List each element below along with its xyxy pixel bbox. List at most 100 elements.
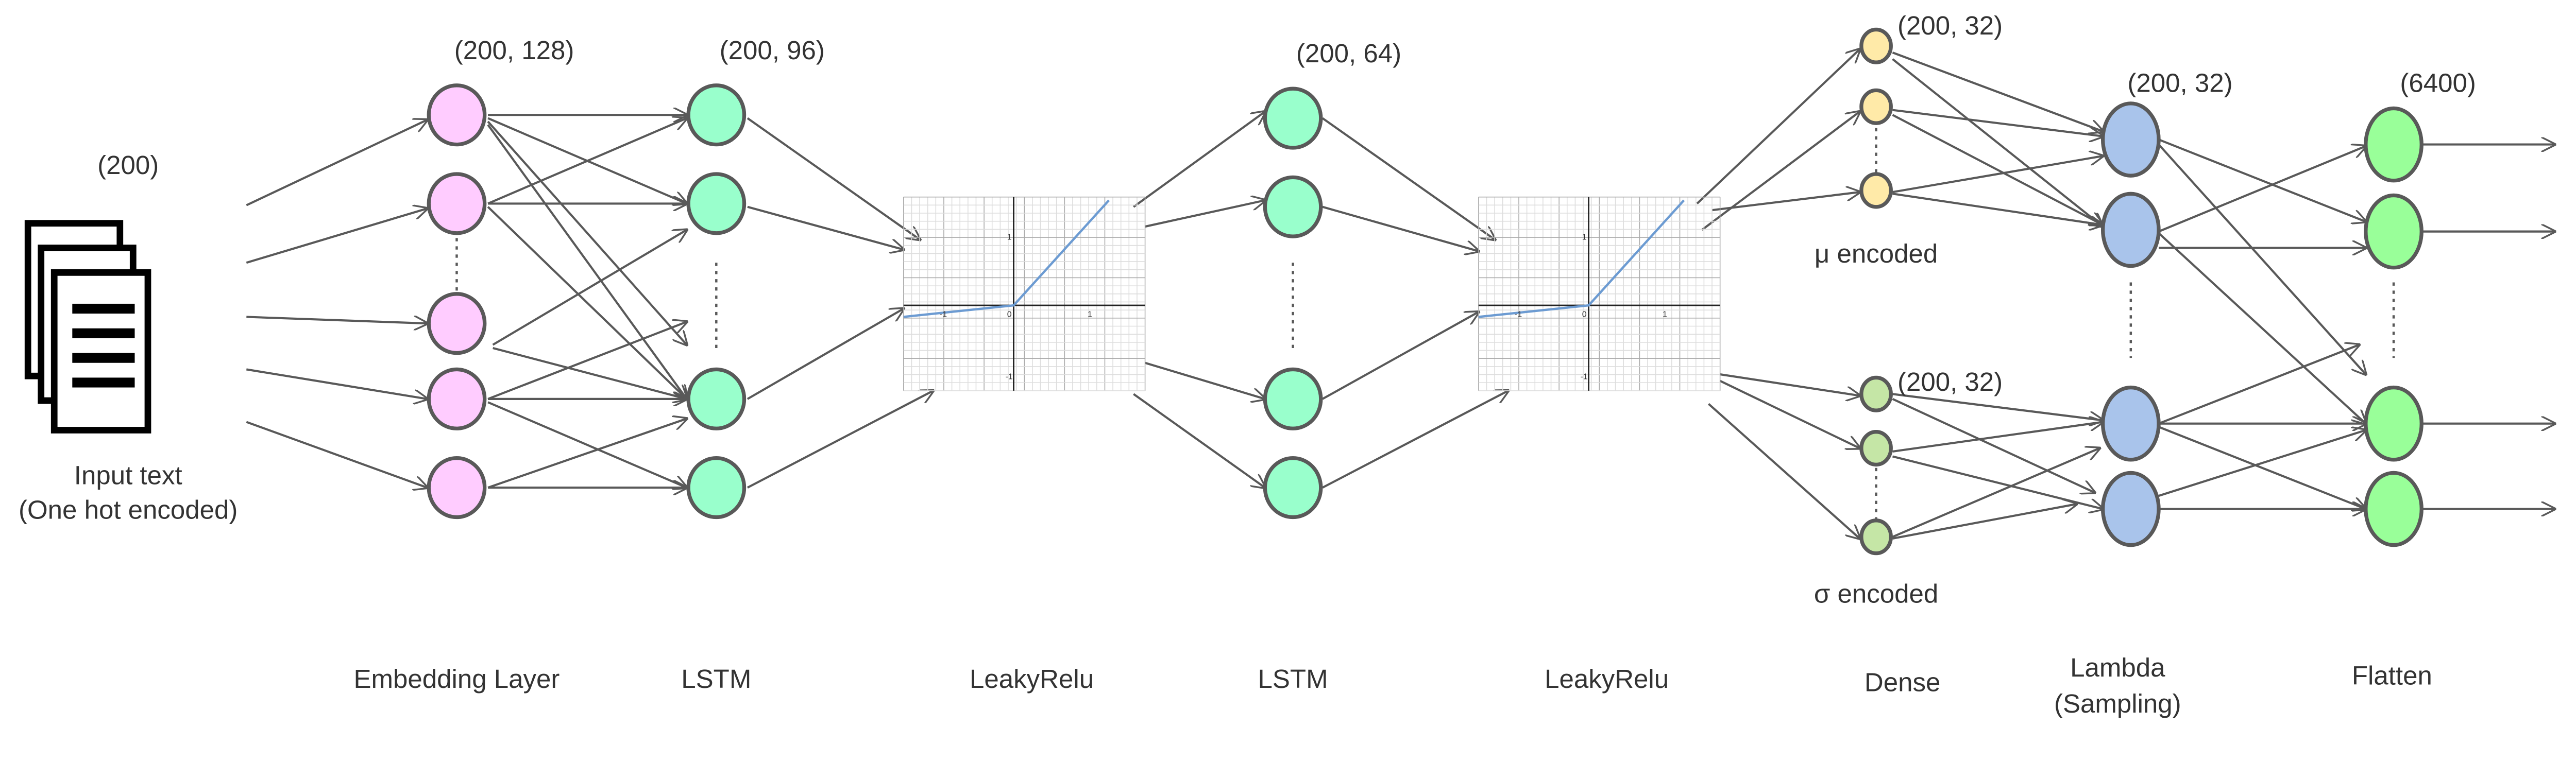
connection-arrow bbox=[2158, 430, 2366, 497]
dense-sigma-neuron bbox=[1859, 429, 1893, 467]
connection-arrow bbox=[487, 322, 687, 400]
lambda-neuron bbox=[2100, 101, 2161, 178]
connection-arrow bbox=[487, 419, 687, 489]
connection-arrow bbox=[747, 308, 904, 400]
connection-arrow bbox=[492, 230, 687, 346]
connection-arrow bbox=[1322, 205, 1479, 251]
neurons bbox=[427, 27, 2424, 556]
connection-arrow bbox=[487, 120, 687, 345]
connection-arrow bbox=[1321, 117, 1495, 240]
connection-arrow bbox=[1133, 393, 1265, 488]
connection-arrow bbox=[1892, 58, 2103, 227]
leaky-relu-plots: -1 0 1 1 -1 -1 0 1 1 -1 bbox=[903, 196, 1721, 391]
leaky-relu-curve bbox=[1478, 199, 1685, 318]
dense-sigma-neuron bbox=[1859, 375, 1893, 412]
layer-label-lstm1: LSTM bbox=[681, 664, 751, 694]
connection-arrow bbox=[1321, 312, 1479, 400]
dense-sigma-neuron bbox=[1859, 518, 1893, 556]
embedding-neuron bbox=[427, 456, 487, 520]
input-shape: (200) bbox=[97, 150, 159, 180]
connection-arrow bbox=[2158, 144, 2366, 374]
leaky-relu-plot-1: -1 0 1 1 -1 bbox=[903, 196, 1146, 391]
layer-label-embedding: Embedding Layer bbox=[354, 664, 560, 694]
connection-arrow bbox=[246, 120, 427, 206]
mu-encoded-label: μ encoded bbox=[1815, 239, 1938, 268]
lstm1-shape: (200, 96) bbox=[720, 36, 825, 65]
axis-tick-label: 0 bbox=[1007, 310, 1012, 319]
lstm2-neuron bbox=[1263, 367, 1323, 430]
axis-tick-label: -1 bbox=[1581, 373, 1588, 382]
connection-arrow bbox=[1892, 448, 2099, 538]
lstm1-neuron bbox=[686, 172, 747, 235]
layer-label-leakyrelu2: LeakyRelu bbox=[1545, 664, 1669, 694]
axis-tick-label: 1 bbox=[1582, 233, 1587, 242]
connection-arrow bbox=[747, 117, 920, 240]
embedding-neuron bbox=[427, 292, 487, 355]
flatten-neuron bbox=[2364, 106, 2424, 183]
axis-tick-label: 0 bbox=[1582, 310, 1587, 319]
dense-sigma-shape: (200, 32) bbox=[1897, 367, 2003, 396]
lstm1-neuron bbox=[686, 367, 747, 430]
connection-arrow bbox=[1133, 112, 1265, 208]
connection-arrow bbox=[2158, 146, 2366, 233]
connection-arrow bbox=[1892, 51, 2103, 131]
dense-mu-neuron bbox=[1859, 172, 1893, 209]
connection-arrow bbox=[487, 118, 687, 205]
layer-label-lstm2: LSTM bbox=[1258, 664, 1328, 694]
layer-label-flatten: Flatten bbox=[2352, 661, 2432, 690]
axis-tick-label: -1 bbox=[940, 310, 947, 319]
leaky-relu-curve bbox=[903, 199, 1110, 318]
connection-arrow bbox=[1892, 422, 2103, 453]
embedding-shape: (200, 128) bbox=[454, 36, 574, 65]
layer-label-dense: Dense bbox=[1865, 667, 1940, 697]
layer-label-lambda-sub: (Sampling) bbox=[2054, 689, 2181, 718]
connection-arrow bbox=[246, 317, 427, 323]
lstm2-neuron bbox=[1263, 175, 1323, 238]
flatten-neuron bbox=[2364, 471, 2424, 547]
axis-tick-label: 1 bbox=[1007, 233, 1012, 242]
embedding-neuron bbox=[427, 367, 487, 430]
lstm1-neuron bbox=[686, 456, 747, 520]
dense-mu-neuron bbox=[1859, 88, 1893, 125]
connection-arrow bbox=[1322, 391, 1508, 489]
connection-arrow bbox=[2158, 232, 2366, 424]
axis-tick-label: -1 bbox=[1006, 373, 1013, 382]
connection-arrow bbox=[1701, 112, 1860, 231]
connection-arrow bbox=[2158, 345, 2359, 425]
connection-arrow bbox=[2158, 139, 2366, 221]
flatten-shape: (6400) bbox=[2400, 68, 2476, 98]
connection-arrow bbox=[1719, 379, 1860, 448]
layer-label-lambda: Lambda bbox=[2070, 653, 2165, 682]
lambda-neuron bbox=[2100, 471, 2161, 547]
connection-arrow bbox=[1696, 49, 1860, 204]
connection-arrow bbox=[493, 347, 687, 399]
connection-arrow bbox=[487, 206, 687, 399]
connection-arrow bbox=[747, 391, 933, 489]
connection-arrow bbox=[487, 124, 687, 399]
connection-arrow bbox=[1711, 192, 1860, 212]
connection-arrow bbox=[246, 421, 427, 488]
lstm1-neuron bbox=[686, 83, 747, 147]
layer-label-leakyrelu1: LeakyRelu bbox=[970, 664, 1094, 694]
connection-arrow bbox=[246, 209, 427, 264]
connection-arrow bbox=[2158, 426, 2366, 509]
lambda-shape: (200, 32) bbox=[2127, 68, 2232, 98]
axis-tick-label: 1 bbox=[1088, 310, 1092, 319]
input-label: Input text bbox=[74, 461, 182, 490]
document-stack-icon bbox=[24, 220, 151, 434]
connection-arrow bbox=[1145, 200, 1265, 228]
embedding-neuron bbox=[427, 83, 487, 147]
connection-arrow bbox=[1892, 397, 2094, 493]
connection-arrow bbox=[1892, 156, 2103, 194]
connection-arrow bbox=[1144, 361, 1265, 399]
leaky-relu-plot-2: -1 0 1 1 -1 bbox=[1478, 196, 1721, 391]
lstm2-neuron bbox=[1263, 86, 1323, 150]
connection-arrow bbox=[487, 401, 687, 488]
connection-arrow bbox=[246, 368, 427, 399]
axis-tick-label: -1 bbox=[1515, 310, 1522, 319]
connection-arrow bbox=[1707, 403, 1859, 538]
axis-tick-label: 1 bbox=[1663, 310, 1667, 319]
lstm2-neuron bbox=[1263, 456, 1323, 520]
connection-arrow bbox=[1892, 504, 2076, 540]
